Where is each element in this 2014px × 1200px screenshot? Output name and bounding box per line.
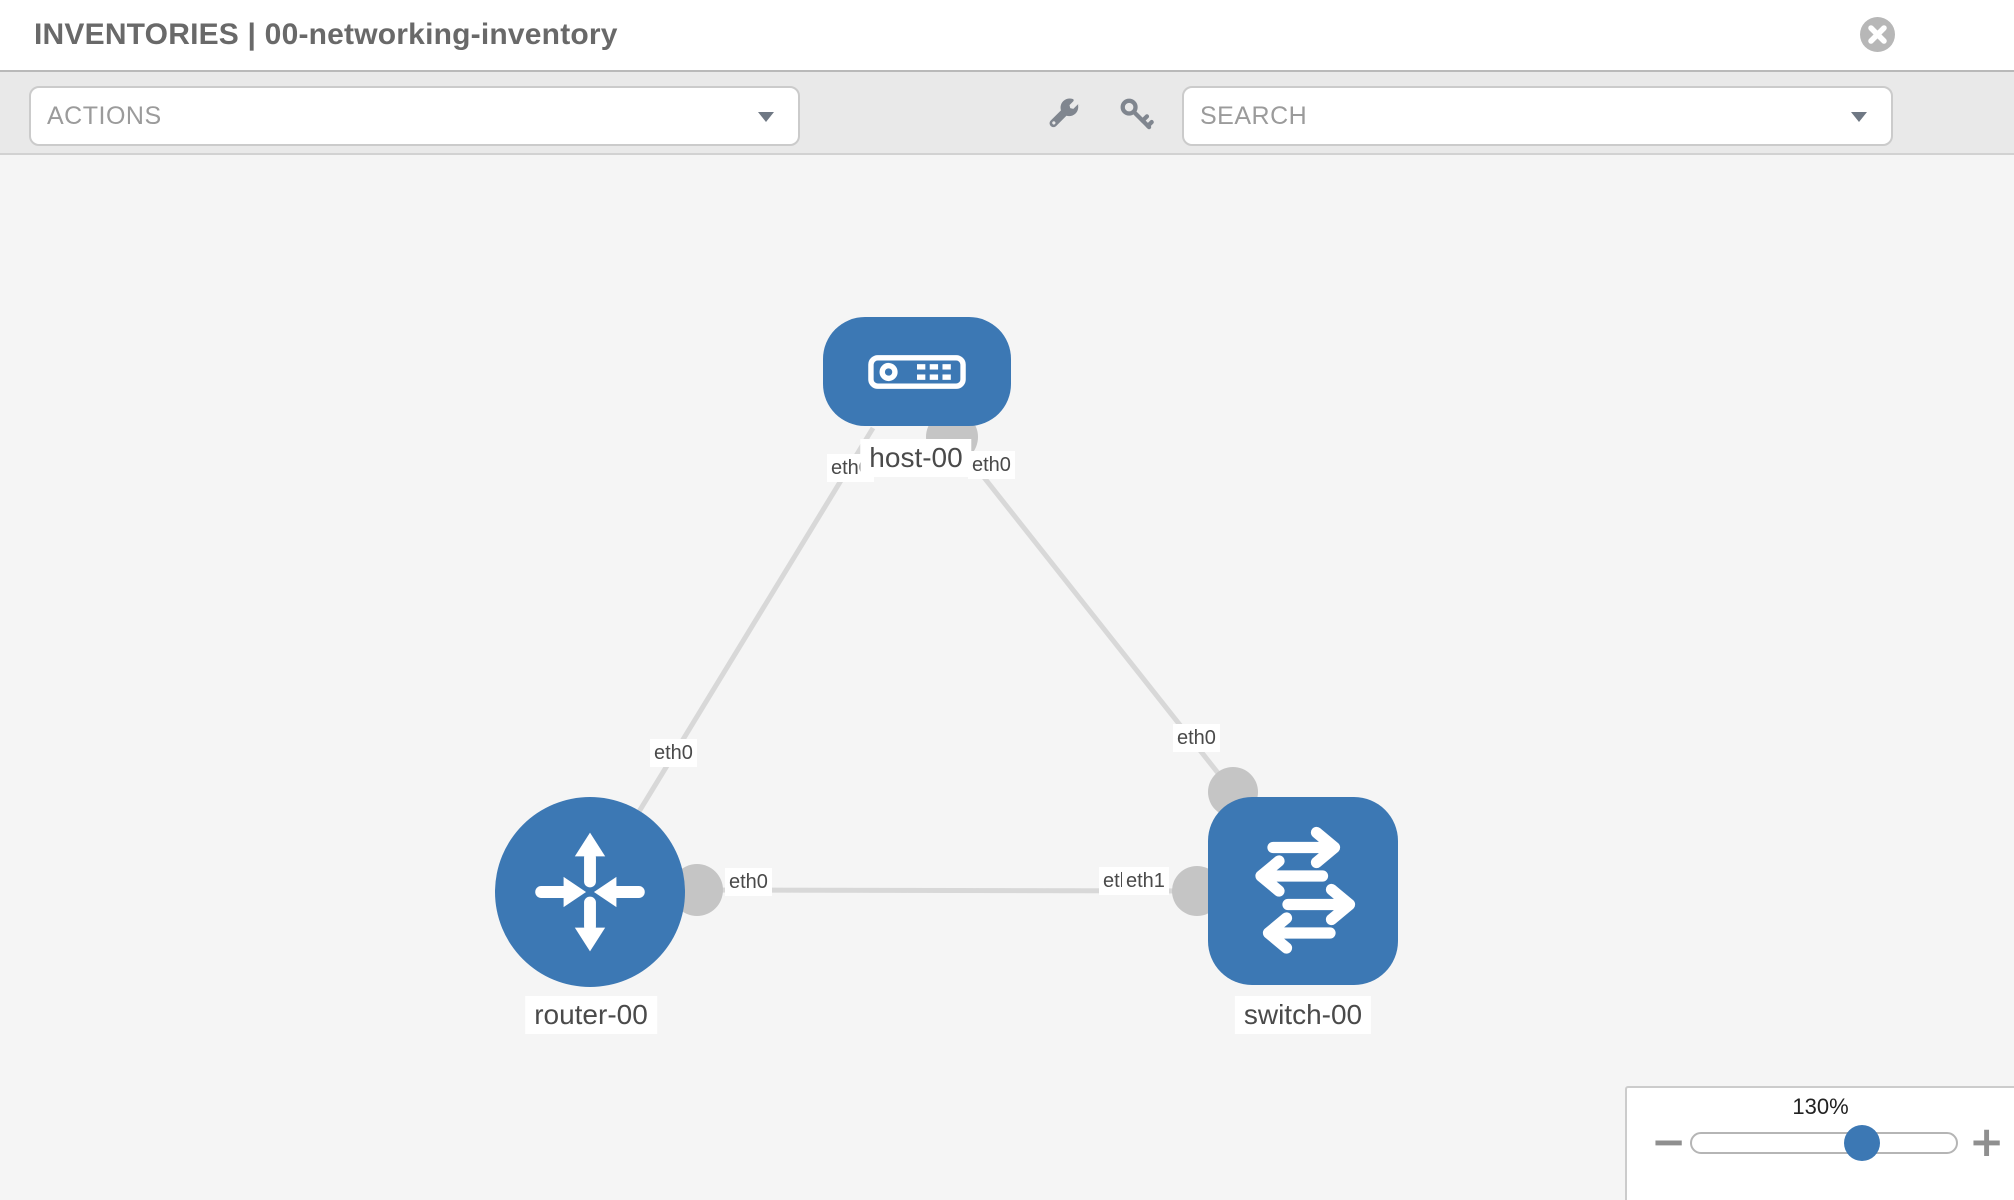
host-icon [868,354,966,389]
router-icon [535,832,645,952]
interface-label: eth0 [968,451,1015,479]
key-icon [1120,98,1154,130]
close-icon [1860,17,1895,52]
node-host-00[interactable] [823,317,1011,426]
interface-label: eth1 [1122,867,1169,895]
header: INVENTORIES | 00-networking-inventory [0,0,2014,70]
node-label-host-00: host-00 [860,439,972,477]
search-dropdown[interactable]: SEARCH [1182,86,1893,146]
wrench-icon [1049,98,1080,128]
topology-canvas[interactable]: eth0 eth0 eth0 eth0 eth0 eth0 eth1 host-… [0,155,2014,1200]
zoom-slider[interactable] [1690,1125,1958,1161]
topology-links-layer [587,411,1258,916]
node-label-switch-00: switch-00 [1234,996,1372,1034]
caret-down-icon [758,112,774,122]
zoom-level: 130% [1792,1094,1849,1119]
configure-button[interactable] [1046,94,1084,134]
search-dropdown-label: SEARCH [1200,102,1308,130]
caret-down-icon [1851,112,1867,122]
interface-label: eth0 [725,868,772,896]
zoom-in-button[interactable]: + [1969,1117,2005,1166]
interface-label: eth0 [1173,724,1220,752]
actions-dropdown[interactable]: ACTIONS [29,86,800,146]
credentials-button[interactable] [1117,94,1155,134]
switch-icon [1255,826,1356,954]
node-router-00[interactable] [495,797,685,987]
interface-label: eth0 [650,739,697,767]
zoom-out-button[interactable]: − [1651,1117,1687,1166]
zoom-slider-handle[interactable] [1844,1125,1880,1161]
actions-dropdown-label: ACTIONS [47,102,162,130]
node-switch-00[interactable] [1208,797,1398,985]
zoom-panel: 130% − + [1625,1086,2014,1200]
toolbar: ACTIONS SEARCH [0,70,2014,155]
page-title: INVENTORIES | 00-networking-inventory [34,18,618,51]
close-button[interactable] [1860,17,1895,52]
node-label-router-00: router-00 [525,996,657,1034]
